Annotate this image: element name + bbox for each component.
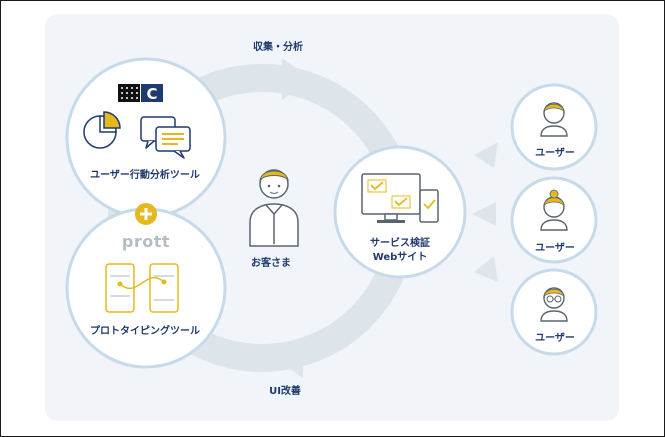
svg-text:C: C bbox=[146, 85, 157, 103]
man-user-icon bbox=[540, 102, 568, 137]
site-label-line2: Webサイト bbox=[372, 252, 428, 263]
chat-bubbles-icon bbox=[140, 116, 191, 159]
woman-user-icon bbox=[540, 189, 568, 231]
cycle-label-improve: UI改善 bbox=[269, 386, 301, 397]
smartphone-icon bbox=[419, 189, 439, 223]
prototype-screens-icon bbox=[105, 263, 179, 313]
cycle-arrowhead-bottom bbox=[273, 336, 303, 378]
behavior-tool-circle: C bbox=[65, 57, 227, 219]
user-label: ユーザー bbox=[535, 148, 575, 159]
behavior-tool-label: ユーザー行動分析ツール bbox=[90, 170, 200, 181]
user-circle-2 bbox=[510, 176, 598, 264]
prototype-tool-circle bbox=[65, 207, 227, 369]
user-circle-3 bbox=[510, 268, 598, 356]
glasses-user-icon bbox=[540, 287, 568, 322]
analytics-logo-icon: C bbox=[118, 84, 163, 103]
site-circle bbox=[333, 145, 467, 279]
user-circle-1 bbox=[510, 83, 598, 171]
plus-badge-icon bbox=[135, 203, 157, 225]
customer-person-icon bbox=[249, 169, 299, 247]
prototype-tool-label: プロトタイピングツール bbox=[90, 326, 200, 337]
cycle-label-collect: 収集・分析 bbox=[253, 42, 303, 53]
user-arrows bbox=[472, 142, 498, 282]
site-label-line1: サービス検証 bbox=[370, 238, 430, 249]
user-label: ユーザー bbox=[535, 243, 575, 254]
cycle-arrowhead-top bbox=[282, 58, 312, 100]
user-label: ユーザー bbox=[535, 333, 575, 344]
site-label: サービス検証 Webサイト bbox=[335, 237, 465, 265]
pie-chart-icon bbox=[83, 111, 121, 149]
prott-logo: prott bbox=[121, 232, 171, 251]
customer-label: お客さま bbox=[251, 258, 291, 269]
